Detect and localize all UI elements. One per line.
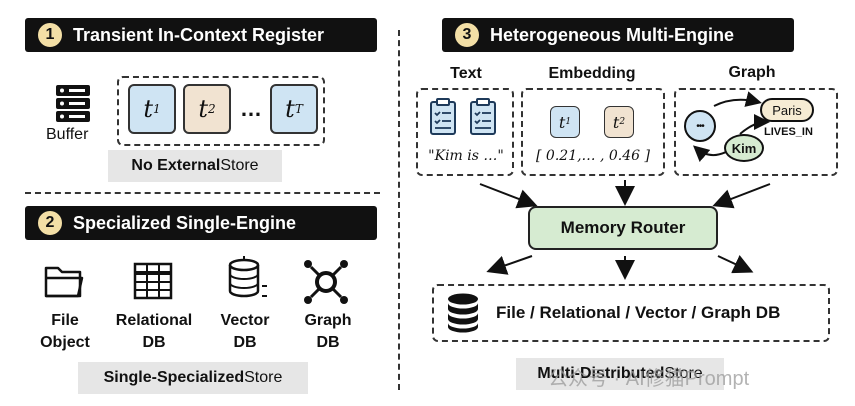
vertical-divider: [398, 30, 400, 390]
graph-icon: [302, 258, 350, 306]
graph-edge-label: LIVES_IN: [764, 126, 813, 138]
document-icon: [428, 98, 458, 136]
panel1-title: Transient In-Context Register: [73, 24, 325, 45]
text-store-box: [416, 88, 514, 176]
graph-node-paris: Paris: [760, 98, 814, 122]
buffer-label: Buffer: [46, 126, 89, 143]
watermark: 公众号 · AI修猫Prompt: [548, 368, 750, 390]
graph-store-box: [674, 88, 838, 176]
embedding-store-box: [521, 88, 665, 176]
db-store-box: [432, 284, 830, 342]
database-icon: [446, 292, 480, 334]
router-arrows: [400, 170, 850, 290]
panel2-number-badge: 2: [37, 210, 63, 236]
horizontal-divider: [25, 192, 380, 194]
panel3-store-label: Multi-Distributed Store: [516, 358, 724, 390]
panel1-number-badge: 1: [37, 22, 63, 48]
panel1-banner: 1 Transient In-Context Register: [25, 18, 377, 52]
panel2-title: Specialized Single-Engine: [73, 212, 297, 233]
graph-node-kim: Kim: [724, 134, 764, 162]
text-column-label: Text: [450, 65, 482, 82]
folder-icon: [44, 262, 84, 300]
database-icon: [222, 256, 268, 304]
graph-column-label: Graph: [728, 64, 776, 81]
panel3-banner: 3 Heterogeneous Multi-Engine: [442, 18, 794, 52]
table-icon: [133, 262, 173, 300]
token-buffer-box: [117, 76, 325, 146]
graph-node-more: •••: [684, 110, 716, 142]
server-icon: [55, 84, 91, 124]
panel1-store-label: No External Store: [108, 150, 282, 182]
memory-router: Memory Router: [528, 206, 718, 250]
panel2-store-label: Single-Specialized Store: [78, 362, 308, 394]
token-ellipsis: …: [240, 96, 262, 121]
db-label: File / Relational / Vector / Graph DB: [496, 303, 781, 322]
embedding-vector: [ 0.21,… , 0.46 ]: [536, 148, 650, 164]
document-icon: [468, 98, 498, 136]
panel3-number-badge: 3: [454, 22, 480, 48]
embedding-column-label: Embedding: [548, 65, 636, 82]
text-quote: "Kim is …": [428, 148, 504, 164]
panel2-banner: 2 Specialized Single-Engine: [25, 206, 377, 240]
panel3-title: Heterogeneous Multi-Engine: [490, 24, 735, 45]
